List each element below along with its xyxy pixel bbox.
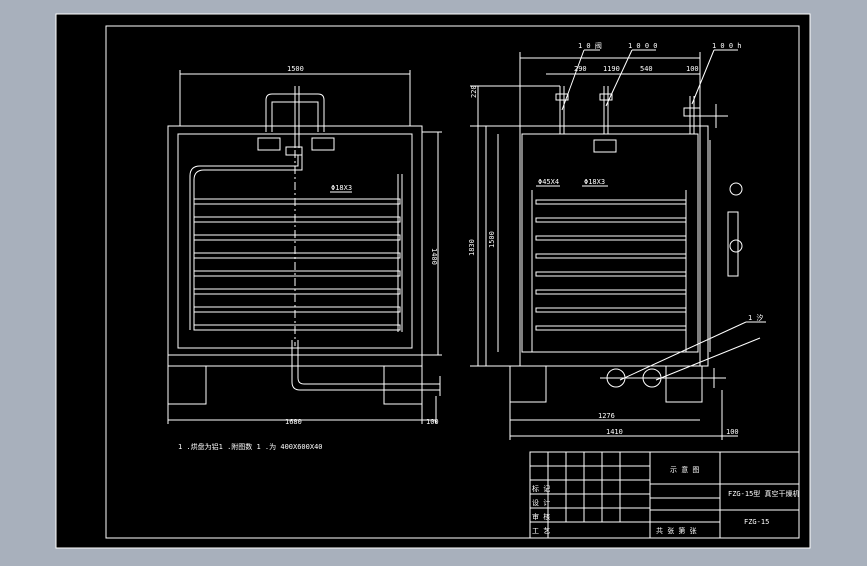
tb-sheet-count: 共 张 第 张 [656,526,697,535]
side-dim-text: 290 1190 540 100 220 1830 1500 1276 1410… [468,41,763,436]
pipe-label: Φ45X4 [538,178,559,186]
tb-row-label: 工 艺 [532,527,550,535]
dim-text: 1190 [603,65,620,73]
drawing-sheet [55,13,811,549]
dim-text-height: 1400 [430,248,438,265]
front-shelf [193,216,401,223]
front-shelf [193,252,401,259]
side-leg-left [509,366,547,403]
front-leg-left [167,355,207,405]
tb-row-label: 设 计 [532,498,550,507]
pipe-size-label: Φ18X3 [331,184,352,192]
tb-row-label: 审 核 [532,512,550,521]
leader-2 [605,49,633,107]
dim-text: 220 [470,85,478,98]
front-shelf [193,324,401,331]
side-leg-right [665,366,703,403]
front-shelf [193,306,401,313]
leader-1 [561,49,585,111]
front-valve-right [311,137,335,151]
door-handle-mid [729,239,743,253]
front-dim-text: 1500 1680 100 1400 Φ18X3 1 .烘盘为铝1 .附图数 1… [178,65,439,451]
leader-label: 1 0 0 h [712,42,742,50]
front-coil-feed-2 [193,155,303,330]
title-block-frame [529,451,800,539]
dim-text: 100 [726,428,739,436]
leader-label: 1 0 0 0 [628,42,658,50]
side-valve-1 [555,93,569,101]
side-chamber [521,133,699,353]
leader-label: 1 汐 [748,313,763,322]
leader-label: 1 0 阀 [578,41,602,50]
leader-lower-2 [655,337,761,381]
tb-drawing-no: FZG-15 [744,518,769,526]
drawing-border [105,25,800,539]
front-coil-feed [189,155,299,330]
front-outlet-pipe [291,340,440,391]
front-flange [285,146,303,156]
dim-text: 290 [574,65,587,73]
front-shelf [193,234,401,241]
front-outlet-pipe-2 [297,340,440,385]
dim-text: 100 [686,65,699,73]
dim-text: 1500 [488,231,496,248]
title-block [529,451,800,539]
dim-text-width-top: 1500 [287,65,304,73]
dim-text-offset: 100 [426,418,439,426]
door-latch [727,211,739,277]
front-shelf [193,198,401,205]
dim-text: 1830 [468,239,476,256]
tb-header: 示 意 图 [670,465,699,474]
side-top-box [593,139,617,153]
side-valve-2 [599,93,613,101]
title-block-text: 示 意 图 FZG-15型 真空干燥机 FZG-15 标 记 设 计 审 核 工… [532,465,800,535]
leader-3 [691,49,715,105]
pipe-label: Φ18X3 [584,178,605,186]
front-view [167,70,442,424]
front-note: 1 .烘盘为铝1 .附图数 1 .为 400X600X40 [178,442,323,451]
leader-lower-1 [619,321,747,381]
tb-row-label: 标 记 [532,484,550,493]
dim-text: 1410 [606,428,623,436]
door-handle-top [729,182,743,196]
front-shelf [193,288,401,295]
front-shelf [193,270,401,277]
dim-text-width-bottom: 1680 [285,418,302,426]
dim-text: 540 [640,65,653,73]
dim-text: 1276 [598,412,615,420]
front-valve-left [257,137,281,151]
tb-model: FZG-15型 真空干燥机 [728,489,800,498]
side-view [470,49,766,440]
front-leg-right [383,355,423,405]
